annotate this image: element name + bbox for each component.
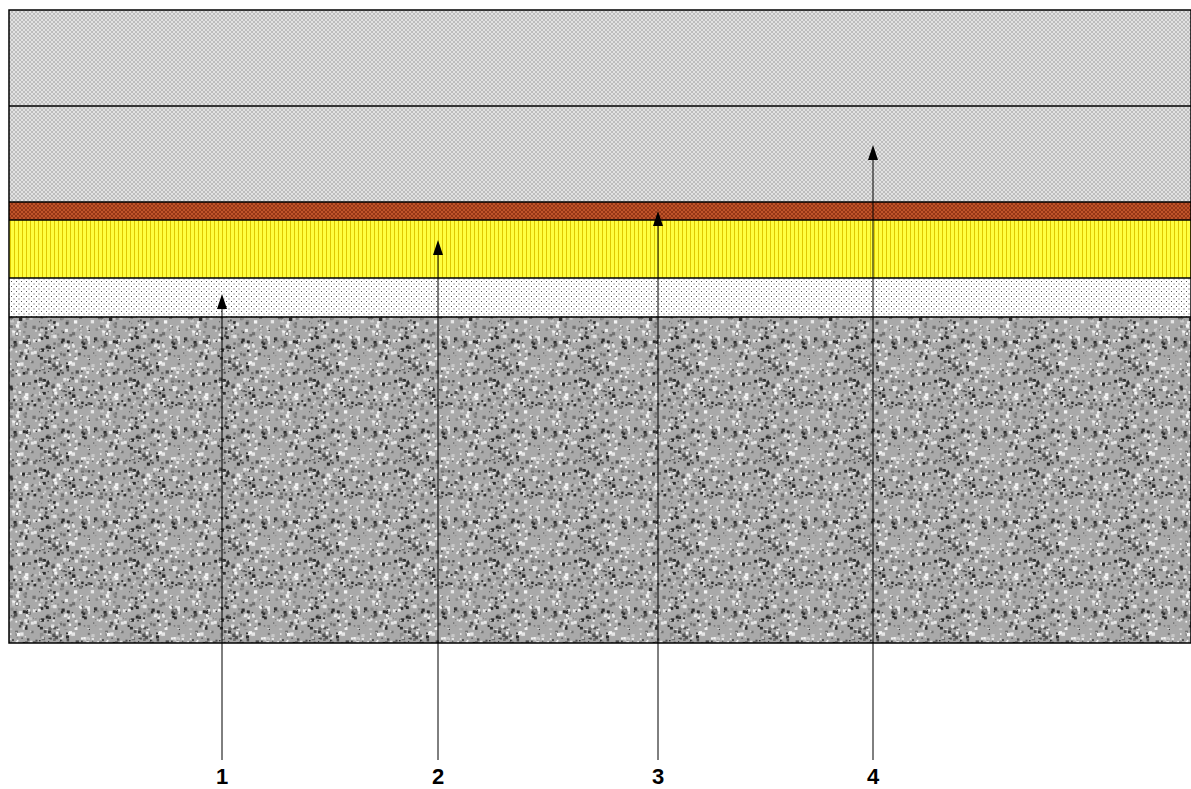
callout-number: 3: [652, 766, 664, 788]
leader-lines: [217, 145, 878, 760]
section-outline: [9, 10, 1191, 643]
callout-number: 1: [216, 766, 228, 788]
leader-line: [658, 223, 659, 760]
callout-number: 4: [867, 766, 879, 788]
leader-line: [873, 157, 874, 760]
dotted-layer: [9, 278, 1191, 317]
leader-line: [222, 306, 223, 760]
grey-layer: [9, 106, 1191, 202]
granite-base: [9, 317, 1191, 643]
leader-arrowhead: [868, 145, 878, 160]
callout-number: 2: [432, 766, 444, 788]
leader-line: [438, 252, 439, 760]
leader-arrowhead: [217, 294, 227, 309]
leader-arrowhead: [433, 240, 443, 255]
leader-arrowhead: [653, 211, 663, 226]
layer-stack: [9, 10, 1191, 643]
red-layer: [9, 202, 1191, 220]
yellow-layer: [9, 220, 1191, 278]
layer-boundaries: [9, 106, 1191, 317]
grey-layer-top: [9, 10, 1191, 106]
